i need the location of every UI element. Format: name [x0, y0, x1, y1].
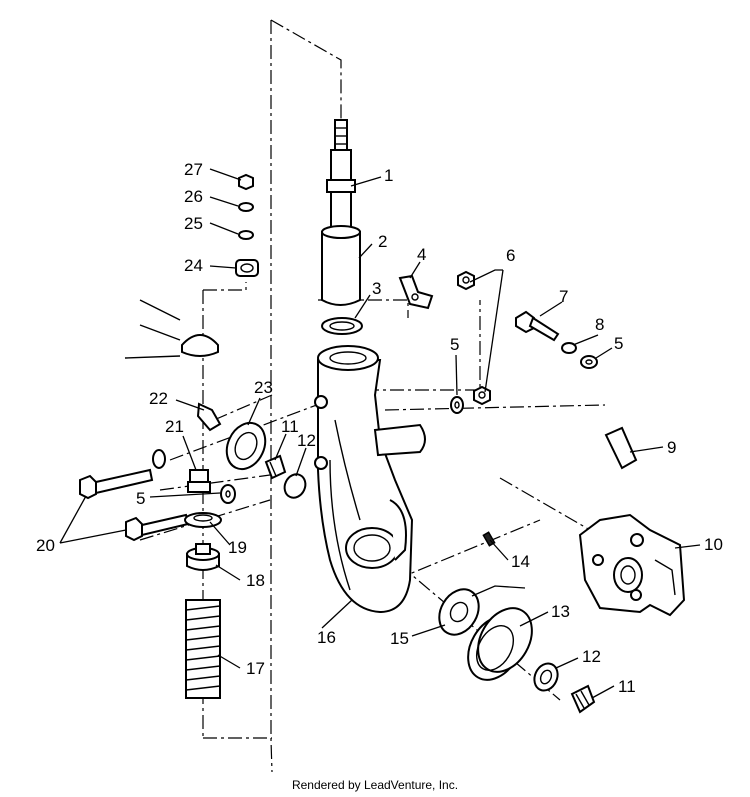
callout-26: 26	[184, 187, 203, 206]
upper-mount-cup[interactable]	[124, 299, 219, 359]
callout-9: 9	[667, 438, 676, 457]
callout-14: 14	[511, 552, 530, 571]
callout-8: 8	[595, 315, 604, 334]
bearing-race-lower[interactable]	[530, 660, 562, 695]
bushing[interactable]	[186, 543, 220, 571]
part-callouts: 27 26 25 24 1 2 3 4 6 7 8 5 5 9 23 22 21…	[36, 160, 723, 696]
callout-21: 21	[165, 417, 184, 436]
steering-knuckle[interactable]	[314, 345, 426, 614]
washer-left[interactable]	[220, 484, 236, 504]
castle-nut[interactable]	[184, 512, 222, 528]
hex-nut-upper[interactable]	[457, 270, 475, 291]
render-credit: Rendered by LeadVenture, Inc.	[291, 778, 459, 792]
callout-5-center: 5	[450, 335, 459, 354]
large-seal[interactable]	[220, 417, 273, 476]
brake-line-bracket[interactable]	[398, 274, 434, 310]
callout-20: 20	[36, 536, 55, 555]
hex-nut-lower[interactable]	[473, 385, 491, 406]
coil-spring[interactable]	[185, 599, 221, 699]
leader-lines	[59, 168, 701, 699]
callout-24: 24	[184, 256, 203, 275]
spindle-sleeve[interactable]	[321, 225, 361, 306]
callout-7: 7	[559, 287, 568, 306]
callout-12-upper: 12	[297, 431, 316, 450]
bearing-lower[interactable]	[570, 684, 596, 714]
lock-washer[interactable]	[561, 342, 577, 354]
brake-pad[interactable]	[604, 426, 638, 470]
bolt-right[interactable]	[515, 310, 560, 342]
callout-3: 3	[372, 279, 381, 298]
seal-ring[interactable]	[321, 317, 363, 335]
callout-5-right: 5	[614, 334, 623, 353]
washer-upper-left[interactable]	[152, 449, 166, 469]
callout-25: 25	[184, 214, 203, 233]
callout-2: 2	[378, 232, 387, 251]
callout-5-left: 5	[136, 489, 145, 508]
callout-17: 17	[246, 659, 265, 678]
brake-rotor[interactable]	[457, 599, 543, 690]
callout-12-lower: 12	[582, 647, 601, 666]
callout-27: 27	[184, 160, 203, 179]
spindle-shaft[interactable]	[326, 119, 356, 231]
nut-21[interactable]	[187, 469, 211, 493]
grease-fitting[interactable]	[196, 402, 222, 432]
washer-25[interactable]	[238, 230, 254, 240]
callout-10: 10	[704, 535, 723, 554]
dust-shield[interactable]	[431, 582, 526, 642]
callout-16: 16	[317, 628, 336, 647]
bearing-race-upper[interactable]	[281, 471, 309, 501]
callout-4: 4	[417, 245, 426, 264]
washer-right[interactable]	[580, 355, 598, 369]
washer-center[interactable]	[450, 396, 464, 414]
callout-13: 13	[551, 602, 570, 621]
callout-15: 15	[390, 629, 409, 648]
callout-1: 1	[384, 166, 393, 185]
bearing-24[interactable]	[235, 259, 259, 277]
bolt-lower-left[interactable]	[125, 513, 190, 542]
washer-26[interactable]	[238, 202, 254, 212]
callout-11-lower: 11	[618, 677, 636, 696]
callout-18: 18	[246, 571, 265, 590]
bolt-upper-left[interactable]	[79, 468, 154, 500]
callout-23: 23	[254, 378, 273, 397]
callout-19: 19	[228, 538, 247, 557]
brake-caliper[interactable]	[578, 513, 686, 617]
nut-27[interactable]	[238, 173, 254, 191]
callout-6: 6	[506, 246, 515, 265]
callout-22: 22	[149, 389, 168, 408]
callout-11-upper: 11	[281, 417, 299, 436]
